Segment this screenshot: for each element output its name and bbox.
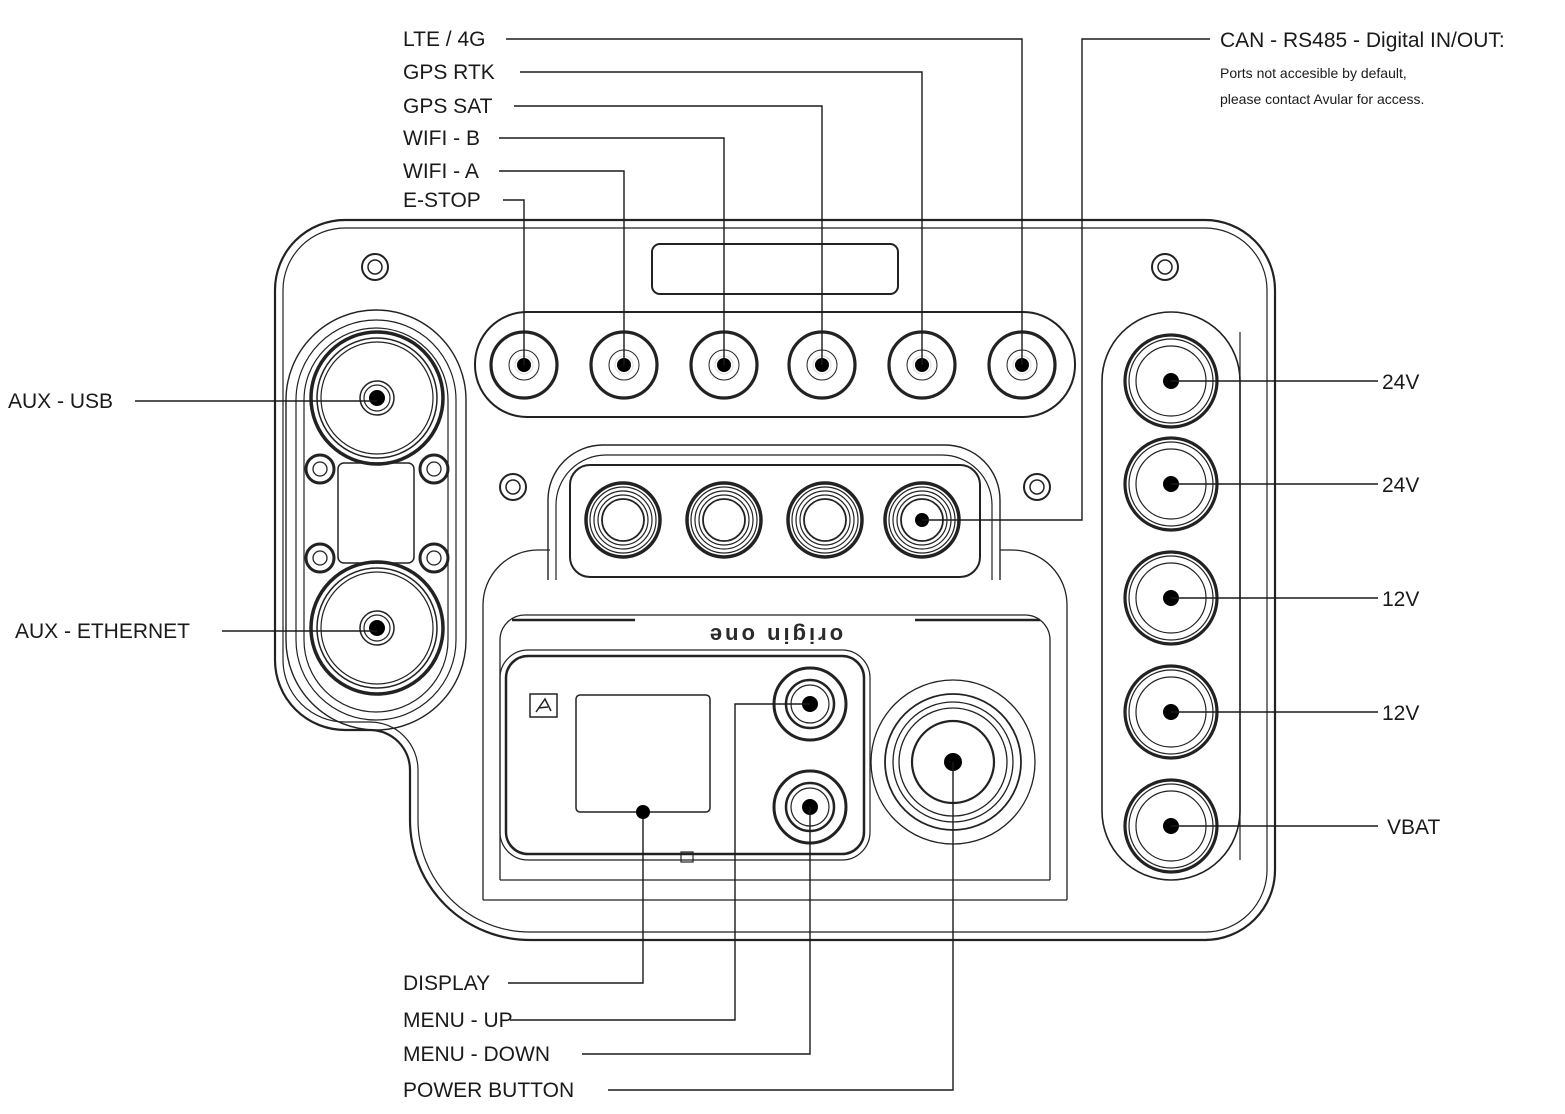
label-display: DISPLAY	[403, 972, 490, 995]
control-housing	[482, 549, 1068, 901]
label-out-vbat: VBAT	[1387, 816, 1440, 839]
aux-screw	[304, 542, 336, 574]
top-connector-strip	[474, 311, 1076, 418]
label-aux-usb: AUX - USB	[8, 390, 113, 413]
label-wifi-a: WIFI - A	[403, 160, 479, 183]
can-note-line-1: Ports not accesible by default,	[1220, 65, 1407, 81]
display-screen	[575, 694, 711, 813]
mounting-screw	[1023, 473, 1051, 501]
aux-screw	[418, 453, 450, 485]
display-marker	[636, 805, 650, 819]
label-aux-ethernet: AUX - ETHERNET	[15, 620, 190, 643]
can-port[interactable]	[584, 481, 662, 559]
can-label: CAN - RS485 - Digital IN/OUT:	[1220, 29, 1505, 52]
label-out-24v-2: 24V	[1382, 474, 1419, 497]
top-slot	[651, 243, 899, 295]
label-menu-down: MENU - DOWN	[403, 1043, 550, 1066]
label-out-24v-1: 24V	[1382, 371, 1419, 394]
can-note-line-2: please contact Avular for access.	[1220, 91, 1424, 107]
can-port[interactable]	[786, 481, 864, 559]
port-aux-usb[interactable]	[309, 330, 445, 466]
label-power-button: POWER BUTTON	[403, 1079, 574, 1102]
panel-outline	[273, 218, 1277, 942]
label-e-stop: E-STOP	[403, 189, 481, 212]
label-lte-4g: LTE / 4G	[403, 28, 485, 51]
can-module	[547, 444, 1001, 580]
label-menu-up: MENU - UP	[403, 1009, 513, 1032]
brand-logo: origin one	[707, 623, 843, 648]
mounting-screw	[361, 253, 389, 281]
label-gps-sat: GPS SAT	[403, 95, 493, 118]
avular-logo-icon	[529, 693, 558, 718]
label-out-12v-2: 12V	[1382, 702, 1419, 725]
label-wifi-b: WIFI - B	[403, 127, 480, 150]
mounting-screw	[499, 473, 527, 501]
port-aux-ethernet[interactable]	[309, 560, 445, 696]
aux-screw	[304, 453, 336, 485]
label-out-12v-1: 12V	[1382, 588, 1419, 611]
can-port[interactable]	[685, 481, 763, 559]
aux-screw	[418, 542, 450, 574]
label-gps-rtk: GPS RTK	[403, 61, 495, 84]
mounting-screw	[1151, 253, 1179, 281]
